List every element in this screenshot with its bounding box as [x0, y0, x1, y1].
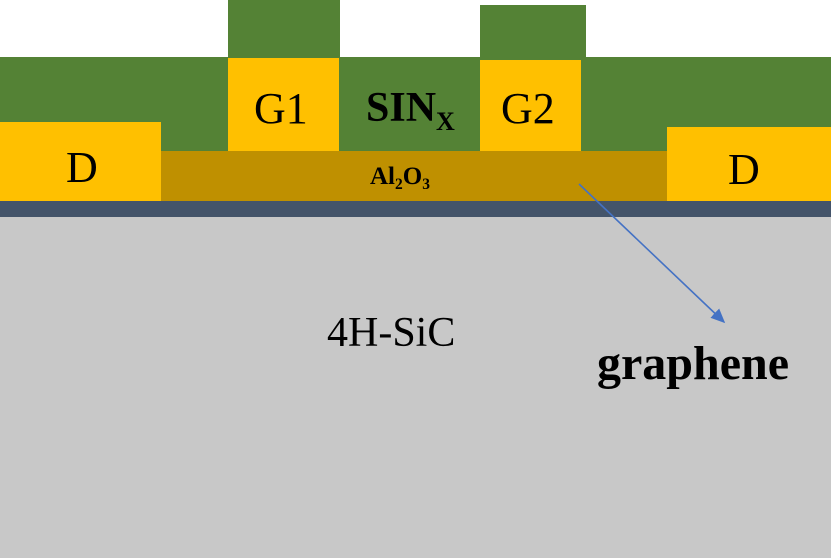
drain-contact-left — [0, 122, 161, 201]
al2o3-label-sub2: 2 — [395, 176, 403, 194]
al2o3-layer — [160, 151, 668, 201]
sinx-bump-right — [480, 5, 586, 60]
arrow-line — [578, 183, 726, 324]
al2o3-label: Al2O3 — [370, 163, 430, 193]
gate1-label: G1 — [254, 84, 308, 133]
sinx-label-main: SIN — [366, 85, 437, 131]
substrate-label: 4H-SiC — [327, 310, 456, 356]
sinx-label: SINX — [366, 85, 455, 135]
gate-contact-g2 — [480, 60, 581, 151]
drain-contact-right — [667, 127, 831, 201]
gate-contact-g1 — [228, 58, 339, 151]
graphene-label: graphene — [597, 337, 789, 390]
al2o3-label-sub3: 3 — [422, 176, 430, 194]
al2o3-label-al: Al — [370, 163, 395, 190]
graphene-layer — [0, 201, 831, 217]
substrate-4h-sic — [0, 217, 831, 558]
gate2-label: G2 — [501, 84, 555, 133]
drain-left-label: D — [66, 143, 98, 192]
sinx-bump-left — [228, 0, 340, 60]
al2o3-label-o: O — [402, 163, 423, 190]
drain-right-label: D — [728, 145, 760, 194]
sinx-label-sub: X — [436, 107, 455, 137]
